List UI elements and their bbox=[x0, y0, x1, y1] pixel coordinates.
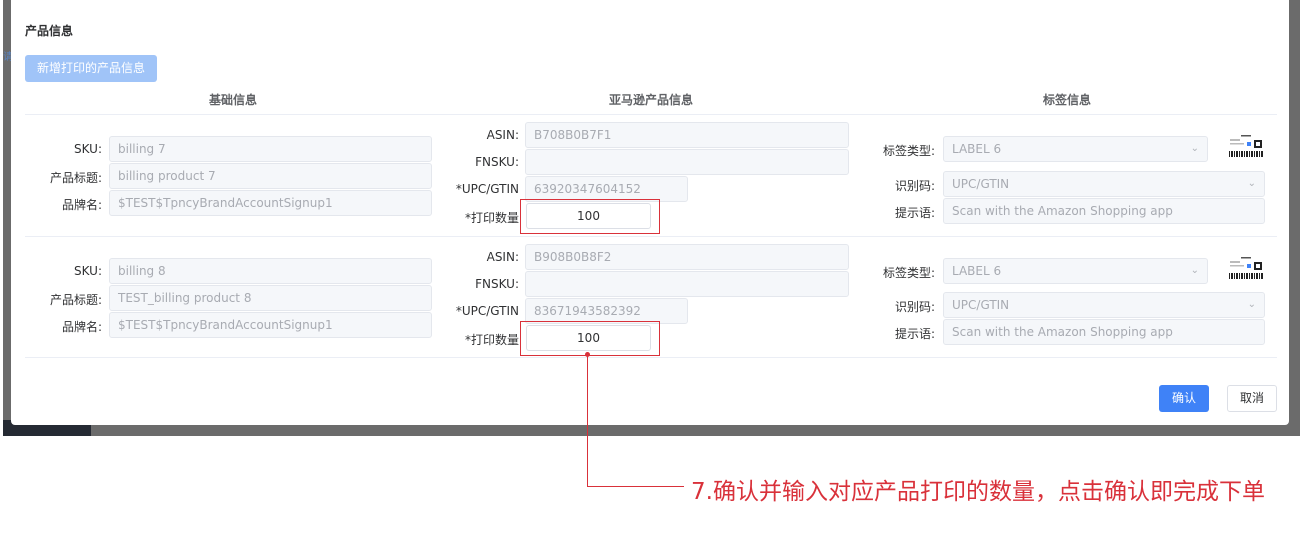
add-print-product-button[interactable]: 新增打印的产品信息 bbox=[25, 55, 157, 82]
asin-label: ASIN: bbox=[486, 128, 519, 142]
barcode-label-thumbnail bbox=[1227, 256, 1265, 282]
chevron-down-icon: ⌄ bbox=[1190, 143, 1199, 154]
annotation-leader-horizontal bbox=[587, 486, 684, 487]
barcode-label-thumbnail bbox=[1227, 134, 1265, 160]
label-type-value: LABEL 6 bbox=[952, 142, 1002, 156]
print-qty-input[interactable]: 100 bbox=[526, 203, 651, 229]
column-amazon-info: 亚马逊产品信息 bbox=[608, 93, 693, 107]
id-code-value: UPC/GTIN bbox=[952, 298, 1010, 312]
id-code-label: 识别码: bbox=[894, 179, 935, 193]
chevron-down-icon: ⌄ bbox=[1247, 178, 1256, 189]
asin-label: ASIN: bbox=[486, 250, 519, 264]
hint-label: 提示语: bbox=[894, 206, 935, 220]
annotation-leader-vertical bbox=[587, 354, 588, 486]
label-type-select[interactable]: LABEL 6 ⌄ bbox=[943, 136, 1208, 162]
fnsku-label: FNSKU: bbox=[475, 277, 519, 291]
title-field[interactable]: TEST_billing product 8 bbox=[109, 285, 432, 311]
id-code-select[interactable]: UPC/GTIN ⌄ bbox=[943, 292, 1265, 318]
sku-field[interactable]: billing 8 bbox=[109, 258, 432, 284]
print-qty-label: *打印数量 bbox=[464, 333, 519, 347]
print-qty-label: *打印数量 bbox=[464, 211, 519, 225]
chevron-down-icon: ⌄ bbox=[1247, 299, 1256, 310]
upc-field[interactable]: 63920347604152 bbox=[525, 176, 688, 202]
header-divider bbox=[25, 114, 1277, 115]
sku-field[interactable]: billing 7 bbox=[109, 136, 432, 162]
fnsku-field[interactable] bbox=[525, 149, 849, 175]
brand-label: 品牌名: bbox=[61, 198, 102, 212]
backdrop-hint: 请 bbox=[3, 52, 13, 63]
brand-field[interactable]: $TEST$TpncyBrandAccountSignup1 bbox=[109, 312, 432, 338]
sku-label: SKU: bbox=[74, 264, 102, 278]
asin-field[interactable]: B708B0B7F1 bbox=[525, 122, 849, 148]
upc-label: *UPC/GTIN bbox=[455, 182, 519, 196]
chevron-down-icon: ⌄ bbox=[1190, 265, 1199, 276]
row-divider bbox=[25, 357, 1277, 358]
fnsku-field[interactable] bbox=[525, 271, 849, 297]
cancel-button[interactable]: 取消 bbox=[1227, 385, 1277, 412]
product-info-dialog: 产品信息 新增打印的产品信息 基础信息 亚马逊产品信息 标签信息 SKU: bi… bbox=[11, 0, 1289, 425]
hint-label: 提示语: bbox=[894, 327, 935, 341]
title-field[interactable]: billing product 7 bbox=[109, 163, 432, 189]
label-type-value: LABEL 6 bbox=[952, 264, 1002, 278]
id-code-label: 识别码: bbox=[894, 300, 935, 314]
column-basic-info: 基础信息 bbox=[208, 93, 257, 107]
sku-label: SKU: bbox=[74, 142, 102, 156]
brand-field[interactable]: $TEST$TpncyBrandAccountSignup1 bbox=[109, 190, 432, 216]
label-type-label: 标签类型: bbox=[882, 266, 935, 280]
id-code-select[interactable]: UPC/GTIN ⌄ bbox=[943, 171, 1265, 197]
hint-field[interactable]: Scan with the Amazon Shopping app bbox=[943, 319, 1265, 345]
upc-label: *UPC/GTIN bbox=[455, 304, 519, 318]
fnsku-label: FNSKU: bbox=[475, 155, 519, 169]
dialog-title: 产品信息 bbox=[25, 24, 74, 38]
title-label: 产品标题: bbox=[49, 171, 102, 185]
column-label-info: 标签信息 bbox=[1042, 93, 1091, 107]
id-code-value: UPC/GTIN bbox=[952, 177, 1010, 191]
label-type-select[interactable]: LABEL 6 ⌄ bbox=[943, 258, 1208, 284]
upc-field[interactable]: 83671943582392 bbox=[525, 298, 688, 324]
asin-field[interactable]: B908B0B8F2 bbox=[525, 244, 849, 270]
hint-field[interactable]: Scan with the Amazon Shopping app bbox=[943, 198, 1265, 224]
row-divider bbox=[25, 236, 1277, 237]
print-qty-input[interactable]: 100 bbox=[526, 325, 651, 351]
annotation-highlight-box bbox=[520, 321, 660, 356]
label-type-label: 标签类型: bbox=[882, 144, 935, 158]
annotation-highlight-box bbox=[520, 199, 660, 234]
confirm-button[interactable]: 确认 bbox=[1159, 385, 1209, 412]
annotation-text: 7.确认并输入对应产品打印的数量，点击确认即完成下单 bbox=[691, 479, 1265, 505]
brand-label: 品牌名: bbox=[61, 320, 102, 334]
title-label: 产品标题: bbox=[49, 293, 102, 307]
